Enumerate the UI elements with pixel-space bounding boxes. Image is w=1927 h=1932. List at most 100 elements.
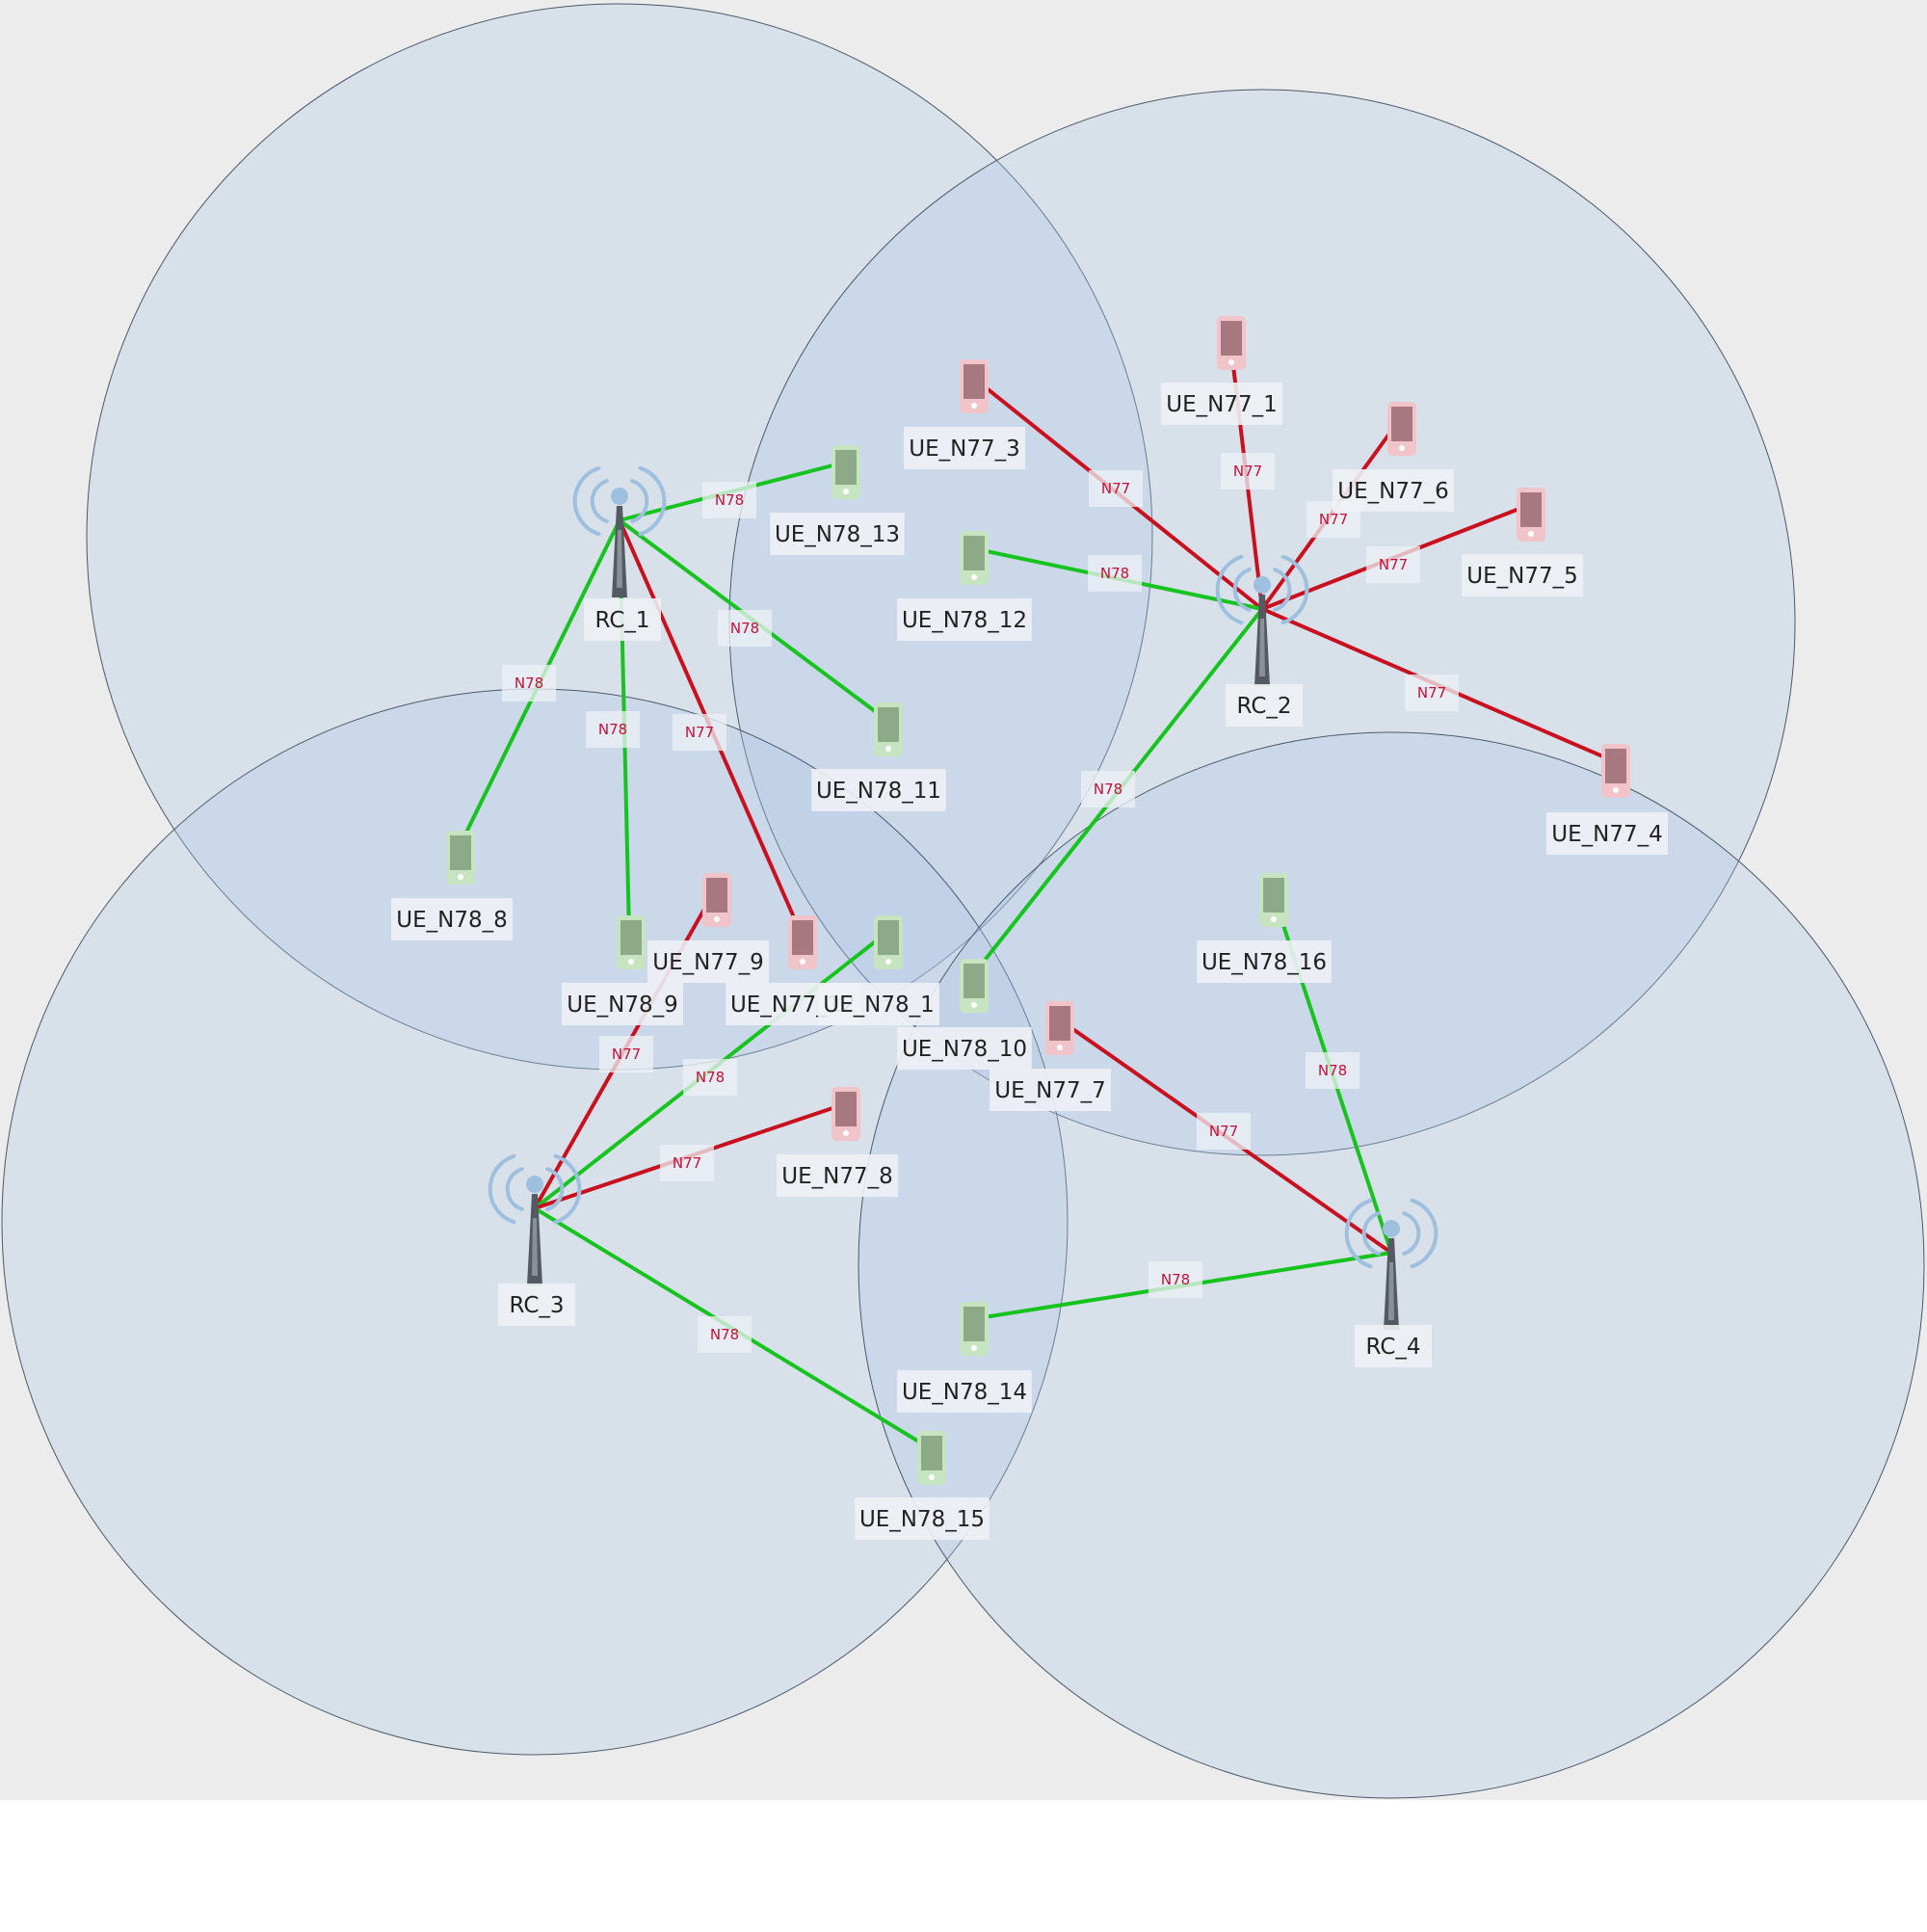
device-label-background [990, 1069, 1111, 1111]
smartphone-icon[interactable] [832, 445, 860, 499]
device-label-background [1462, 554, 1583, 596]
link-label-background [502, 665, 556, 701]
signal-wave-left [1215, 554, 1244, 625]
phone-button [929, 1474, 935, 1480]
tower-label-text: RC_4 [1365, 1335, 1420, 1360]
link-label: N77 [1405, 675, 1459, 711]
radio-tower-icon[interactable] [488, 1153, 582, 1285]
smartphone-icon[interactable] [960, 531, 989, 585]
device-label: UE_N78_9 [562, 983, 683, 1025]
smartphone-icon[interactable] [617, 915, 646, 969]
link-label-background [1306, 1052, 1359, 1089]
phone-button [714, 916, 720, 922]
smartphone-icon[interactable] [832, 1087, 860, 1141]
smartphone-icon[interactable] [1259, 873, 1288, 927]
phone-button [1399, 445, 1405, 451]
device-label-text: UE_N78_14 [902, 1380, 1027, 1405]
smartphone-icon[interactable] [446, 831, 475, 885]
phone-button [1271, 916, 1277, 922]
link-label: N77 [1197, 1113, 1251, 1150]
link-label: N78 [1306, 1052, 1359, 1089]
link-label-text: N78 [710, 1326, 739, 1343]
signal-wave-left [590, 479, 609, 523]
signal-wave-right [553, 1153, 582, 1225]
smartphone-icon[interactable] [917, 1431, 946, 1485]
radio-tower-icon[interactable] [1344, 1198, 1439, 1330]
link-label-text: N78 [1161, 1271, 1190, 1288]
link-label-background [599, 1036, 653, 1072]
phone-button [885, 959, 891, 965]
link-label-text: N77 [1319, 511, 1348, 528]
device-label-text: UE_N78_12 [902, 608, 1027, 633]
phone-button [843, 1130, 849, 1136]
device-label-background [811, 769, 946, 811]
device-label: UE_N77_9 [647, 940, 769, 983]
link-label-text: N78 [696, 1069, 725, 1086]
tower-label-text: RC_1 [594, 608, 649, 633]
tower-label: RC_3 [498, 1284, 575, 1326]
device-label: UE_N77_6 [1333, 469, 1454, 512]
phone-button [971, 574, 977, 580]
devices-layer [446, 316, 1630, 1485]
tower-label-text: RC_2 [1236, 694, 1291, 719]
link-label-text: N78 [1100, 565, 1129, 582]
phone-screen [835, 450, 857, 485]
link-label-background [1081, 771, 1135, 807]
device-label-background [647, 940, 769, 983]
link-label-text: N77 [673, 1154, 701, 1172]
smartphone-icon[interactable] [1517, 488, 1545, 542]
link-label: N78 [702, 482, 756, 518]
signal-wave-right [1273, 568, 1292, 612]
phone-button [971, 1002, 977, 1008]
link-label: N78 [586, 711, 640, 748]
link-label-text: N78 [515, 675, 543, 692]
radio-tower-icon[interactable] [572, 465, 667, 597]
link-label-text: N77 [1233, 463, 1262, 480]
signal-wave-left [572, 465, 601, 537]
smartphone-icon[interactable] [702, 873, 731, 927]
device-label-text: UE_N78_11 [816, 779, 941, 804]
device-label-text: UE_N77_3 [909, 437, 1019, 462]
link-label-text: N77 [1417, 684, 1446, 701]
smartphone-icon[interactable] [874, 915, 903, 969]
phone-screen [450, 835, 471, 870]
smartphone-icon[interactable] [960, 359, 989, 413]
link-label-background [683, 1059, 737, 1096]
device-label-text: UE_N78_13 [775, 522, 900, 547]
device-label: UE_N78_15 [855, 1497, 990, 1540]
link-label: N77 [1221, 453, 1275, 490]
smartphone-icon[interactable] [1601, 744, 1630, 798]
link-label-background [698, 1316, 752, 1353]
device-label-text: UE_N78_8 [396, 908, 507, 933]
towers-layer [488, 465, 1439, 1330]
link-label-background [673, 714, 726, 751]
smartphone-icon[interactable] [1217, 316, 1246, 370]
smartphone-icon[interactable] [788, 915, 817, 969]
phone-screen [964, 964, 985, 998]
phone-screen [878, 707, 899, 742]
device-label-text: UE_N77_9 [652, 950, 763, 975]
device-label-text: UE_N78_15 [859, 1507, 985, 1532]
phone-screen [1049, 1006, 1070, 1041]
link-label-background [1088, 555, 1142, 592]
link-label-text: N78 [1318, 1062, 1347, 1079]
smartphone-icon[interactable] [874, 702, 903, 756]
phone-button [1528, 531, 1534, 537]
radio-tower-icon[interactable] [1215, 554, 1309, 686]
link-label: N78 [718, 610, 772, 647]
smartphone-icon[interactable] [1387, 402, 1416, 456]
phone-button [1613, 787, 1619, 793]
signal-wave-right [630, 479, 649, 523]
smartphone-icon[interactable] [960, 959, 989, 1013]
device-label-text: UE_N78_1 [823, 992, 934, 1018]
phone-button [458, 874, 463, 880]
phone-screen [620, 920, 642, 955]
link-label: N78 [698, 1316, 752, 1353]
phone-screen [921, 1436, 942, 1470]
device-label: UE_N77_8 [777, 1154, 898, 1197]
device-label: UE_N77_3 [904, 427, 1025, 469]
device-label-background [777, 1154, 898, 1197]
smartphone-icon[interactable] [960, 1302, 989, 1356]
device-label-text: UE_N78_10 [902, 1037, 1027, 1062]
smartphone-icon[interactable] [1045, 1001, 1074, 1055]
